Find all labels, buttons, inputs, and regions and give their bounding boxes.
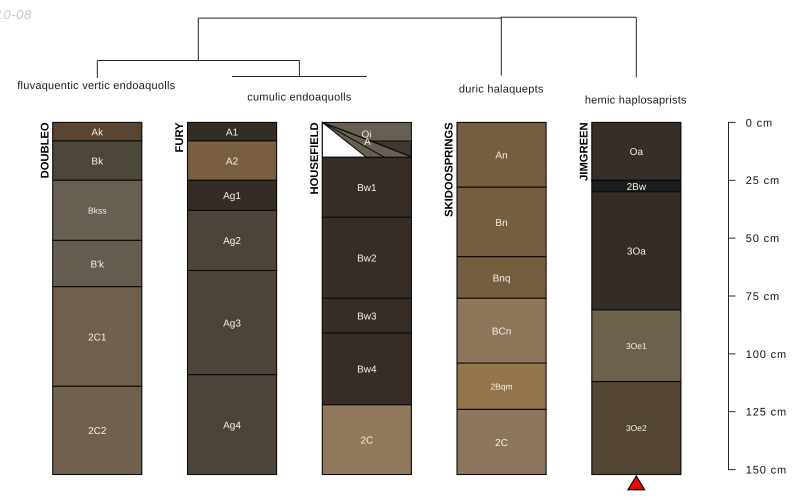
svg-text:Bw2: Bw2	[357, 254, 377, 265]
svg-text:fluvaquentic vertic endoaquoll: fluvaquentic vertic endoaquolls	[17, 80, 175, 92]
svg-text:Ak: Ak	[91, 128, 104, 139]
svg-text:Bk: Bk	[91, 156, 104, 167]
svg-text:hemic haplosaprists: hemic haplosaprists	[585, 95, 687, 107]
svg-text:An: An	[495, 151, 507, 162]
svg-text:A: A	[364, 137, 371, 148]
svg-text:Ag4: Ag4	[223, 420, 241, 431]
svg-text:A2: A2	[226, 156, 239, 167]
svg-text:3Oa: 3Oa	[627, 247, 646, 258]
svg-text:Bw3: Bw3	[357, 311, 377, 322]
svg-text:3Oe2: 3Oe2	[626, 423, 647, 433]
svg-text:3Oe1: 3Oe1	[626, 341, 647, 351]
svg-text:Ag2: Ag2	[223, 236, 241, 247]
svg-text:A1: A1	[226, 128, 239, 139]
svg-text:2C1: 2C1	[88, 332, 107, 343]
svg-text:50 cm: 50 cm	[746, 233, 780, 245]
svg-text:2Bw: 2Bw	[627, 182, 647, 193]
svg-text:100 cm: 100 cm	[746, 349, 787, 361]
svg-text:Bn: Bn	[495, 218, 507, 229]
svg-text:Ag3: Ag3	[223, 318, 241, 329]
svg-text:Bw4: Bw4	[357, 365, 377, 376]
svg-text:DOUBLEO: DOUBLEO	[39, 122, 51, 178]
svg-text:2C: 2C	[495, 438, 508, 449]
svg-text:125 cm: 125 cm	[746, 407, 787, 419]
svg-text:75 cm: 75 cm	[746, 291, 780, 303]
svg-text:0 cm: 0 cm	[746, 117, 773, 129]
svg-text:150 cm: 150 cm	[746, 465, 787, 477]
svg-text:Oa: Oa	[630, 147, 644, 158]
svg-text:Bw1: Bw1	[357, 183, 377, 194]
svg-text:duric halaquepts: duric halaquepts	[459, 84, 544, 96]
svg-text:Ag1: Ag1	[223, 191, 241, 202]
svg-text:SKIDOOSPRINGS: SKIDOOSPRINGS	[444, 122, 456, 217]
svg-text:BCn: BCn	[492, 327, 511, 338]
svg-text:Bkss: Bkss	[88, 206, 106, 216]
svg-text:2C: 2C	[360, 435, 373, 446]
svg-text:2C2: 2C2	[88, 426, 107, 437]
svg-text:JIMGREEN: JIMGREEN	[579, 122, 591, 180]
svg-text:Bnq: Bnq	[493, 273, 511, 284]
svg-text:2Bqm: 2Bqm	[490, 381, 512, 391]
svg-text:25 cm: 25 cm	[746, 175, 780, 187]
svg-text:HOUSEFIELD: HOUSEFIELD	[309, 122, 321, 194]
svg-text:Oi: Oi	[362, 129, 372, 140]
svg-text:FURY: FURY	[174, 122, 186, 153]
svg-text:cumulic endoaquolls: cumulic endoaquolls	[247, 92, 352, 104]
svg-text:B'k: B'k	[90, 259, 105, 270]
svg-text:2020-10-08: 2020-10-08	[0, 7, 32, 22]
